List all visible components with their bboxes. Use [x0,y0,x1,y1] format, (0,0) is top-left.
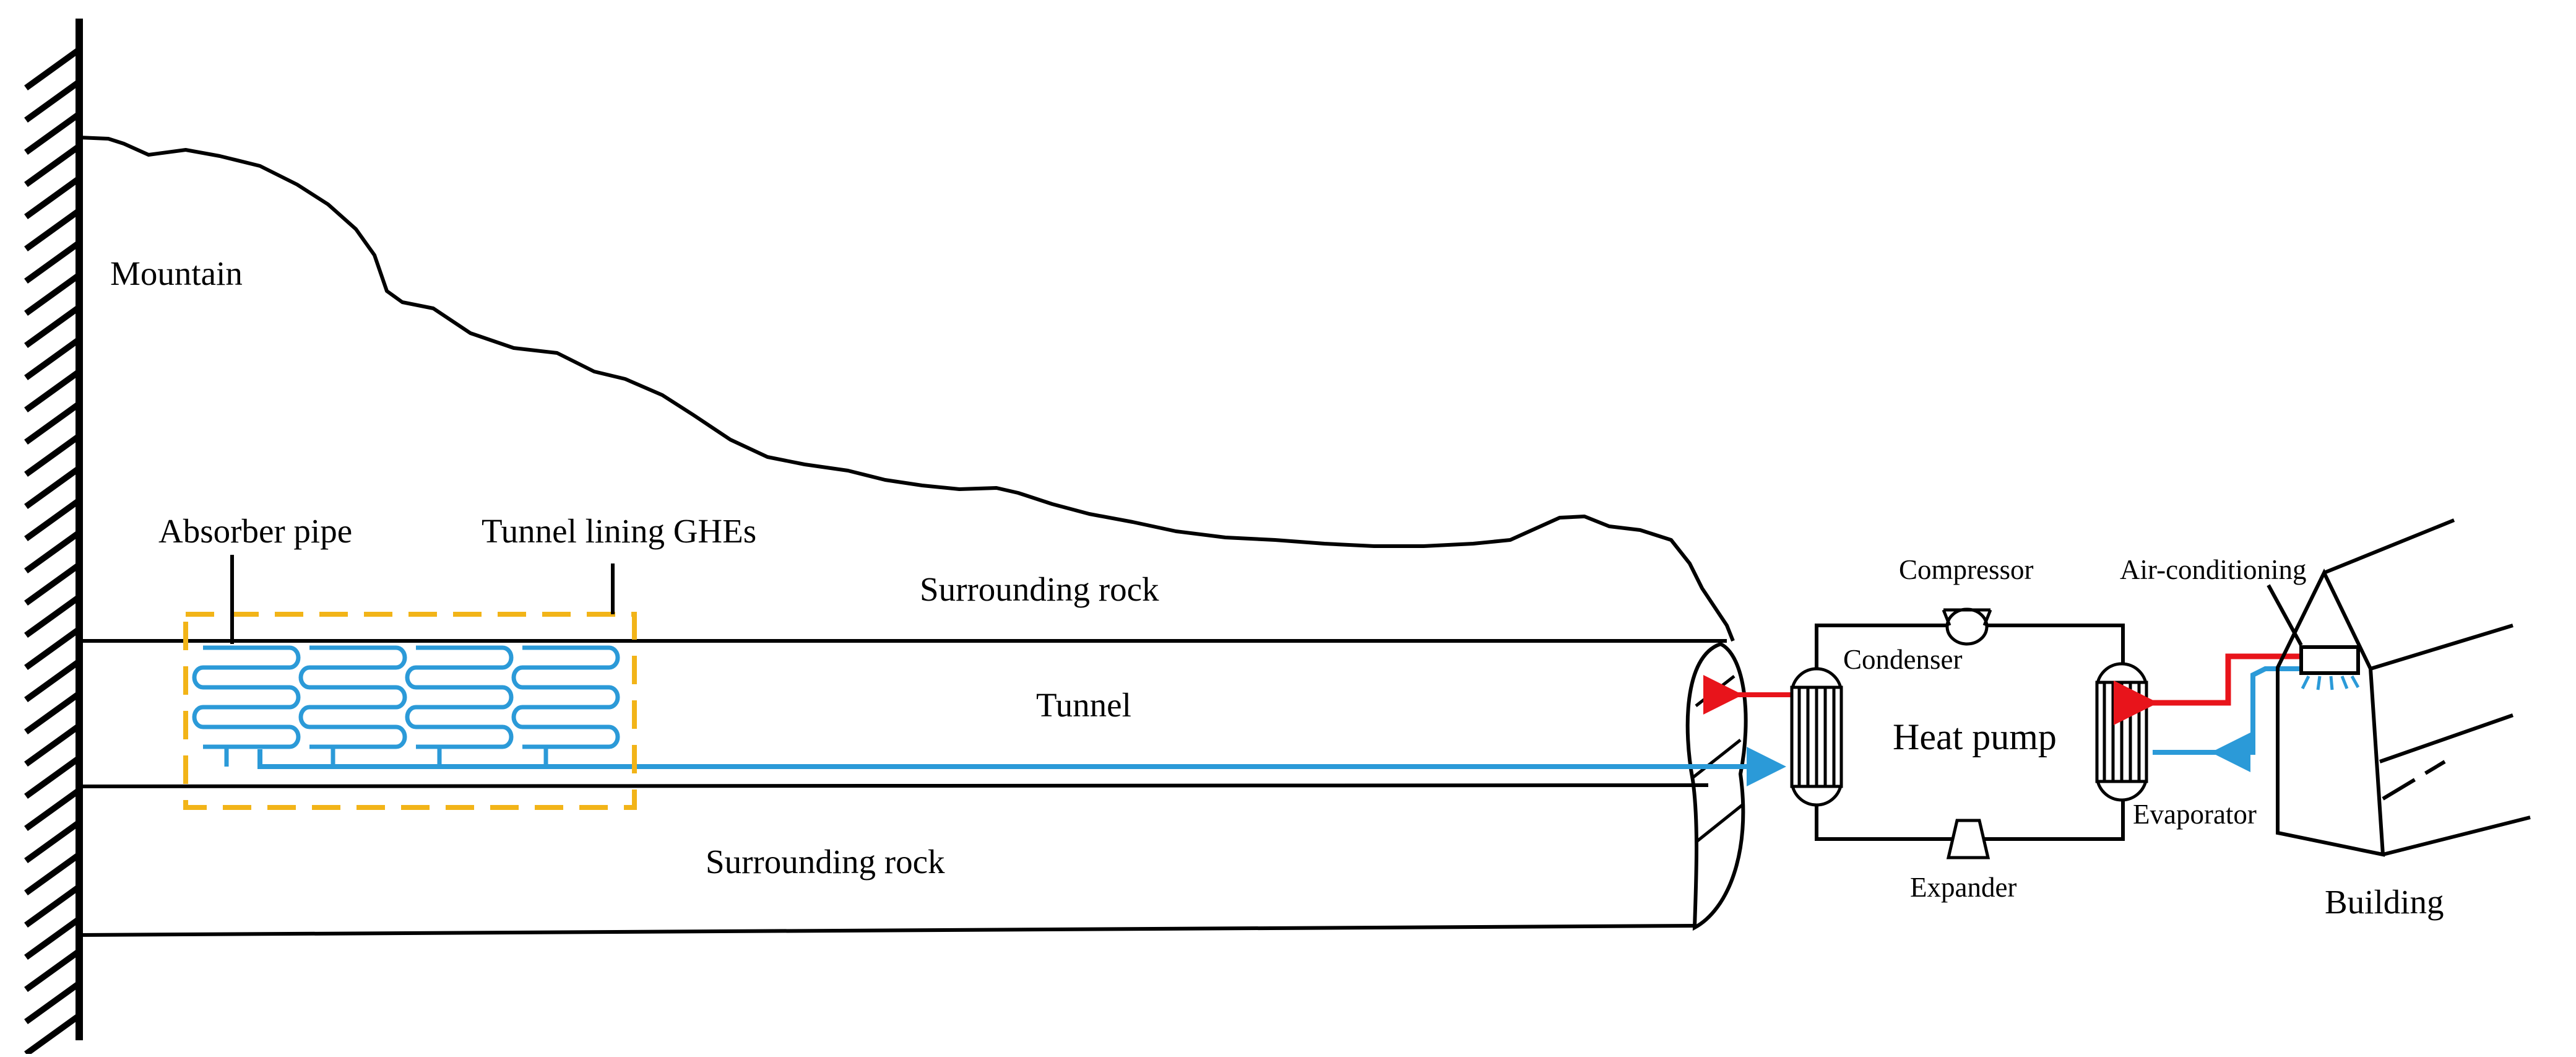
building-icon [2276,518,2531,857]
absorber-coil [405,645,514,749]
absorber-coil [192,645,301,749]
label-tunnel-lining-ghes: Tunnel lining GHEs [482,512,756,550]
air-conditioner-icon [2267,584,2360,690]
ghe-boundary [183,612,637,810]
ghe-supply-pipe [257,747,1786,786]
label-building: Building [2325,883,2444,921]
absorber-coil [298,645,407,749]
building-pipes [2114,653,2309,772]
label-condenser: Condenser [1843,644,1962,675]
label-heat-pump: Heat pump [1893,716,2057,757]
label-evaporator: Evaporator [2133,799,2257,830]
tunnel-tube [79,639,1748,937]
label-tunnel: Tunnel [1036,686,1131,724]
compressor-icon [1942,607,1992,646]
label-surrounding-rock-upper: Surrounding rock [920,570,1159,608]
ground-wall [24,19,83,1057]
coil-connector [416,744,442,767]
label-compressor: Compressor [1899,554,2034,585]
condenser-icon [1790,667,1843,807]
label-expander: Expander [1910,872,2016,903]
coil-connector [522,744,548,767]
label-mountain: Mountain [110,254,243,292]
label-surrounding-rock-lower: Surrounding rock [706,843,945,881]
absorber-coils [192,645,620,767]
expander-icon [1946,819,1990,859]
evaporator-icon [2095,662,2148,802]
label-absorber-pipe: Absorber pipe [158,512,352,550]
absorber-coil [511,645,620,749]
coil-connector [203,744,229,767]
coil-connector [309,744,335,767]
label-air-conditioning: Air-conditioning [2120,554,2307,585]
mountain-outline [79,136,1735,642]
